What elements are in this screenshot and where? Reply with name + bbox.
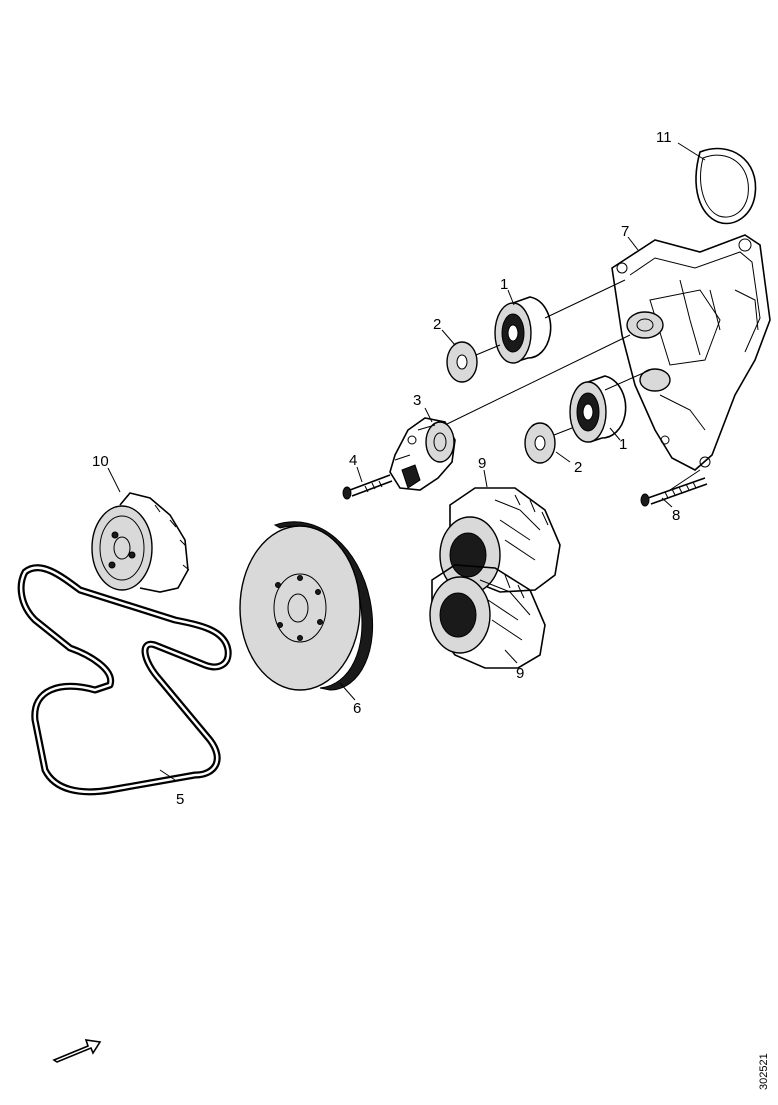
tensioner-part-3 bbox=[389, 417, 456, 491]
bolt-part-8 bbox=[640, 477, 708, 507]
callout-5: 5 bbox=[176, 791, 184, 808]
callout-7: 7 bbox=[621, 223, 629, 240]
callout-2-upper: 2 bbox=[433, 316, 441, 333]
callout-11: 11 bbox=[656, 129, 672, 146]
callout-1-lower: 1 bbox=[619, 436, 627, 453]
alternator-part-9-lower bbox=[429, 564, 546, 669]
bolt-part-4 bbox=[342, 474, 393, 500]
callout-6: 6 bbox=[353, 700, 361, 717]
callout-9-upper: 9 bbox=[478, 455, 486, 472]
washer-part-2-upper bbox=[446, 341, 501, 383]
callout-1-upper: 1 bbox=[500, 276, 508, 293]
washer-part-2-lower bbox=[524, 422, 573, 464]
callout-8: 8 bbox=[672, 507, 680, 524]
drive-belt-part-5 bbox=[17, 564, 232, 796]
callout-2-lower: 2 bbox=[574, 459, 582, 476]
pump-pulley-part-10 bbox=[91, 492, 190, 593]
callout-4: 4 bbox=[349, 452, 357, 469]
idler-pulley-part-1-upper bbox=[494, 296, 552, 364]
idler-pulley-part-1-lower bbox=[569, 375, 627, 443]
gasket-ring-part-11 bbox=[695, 147, 757, 225]
assembly-guide-lines bbox=[444, 279, 701, 491]
callout-3: 3 bbox=[413, 392, 421, 409]
callout-labels: 1 1 2 2 3 4 5 6 7 8 9 9 10 11 bbox=[92, 129, 680, 808]
callout-leaders bbox=[107, 142, 706, 781]
callout-9-lower: 9 bbox=[516, 665, 524, 682]
callout-10: 10 bbox=[92, 453, 109, 470]
figure-reference-number: 302521 bbox=[758, 1053, 770, 1090]
bracket-part-7 bbox=[611, 234, 771, 471]
crankshaft-pulley-part-6 bbox=[239, 521, 374, 691]
orientation-arrow-icon bbox=[52, 1039, 102, 1063]
